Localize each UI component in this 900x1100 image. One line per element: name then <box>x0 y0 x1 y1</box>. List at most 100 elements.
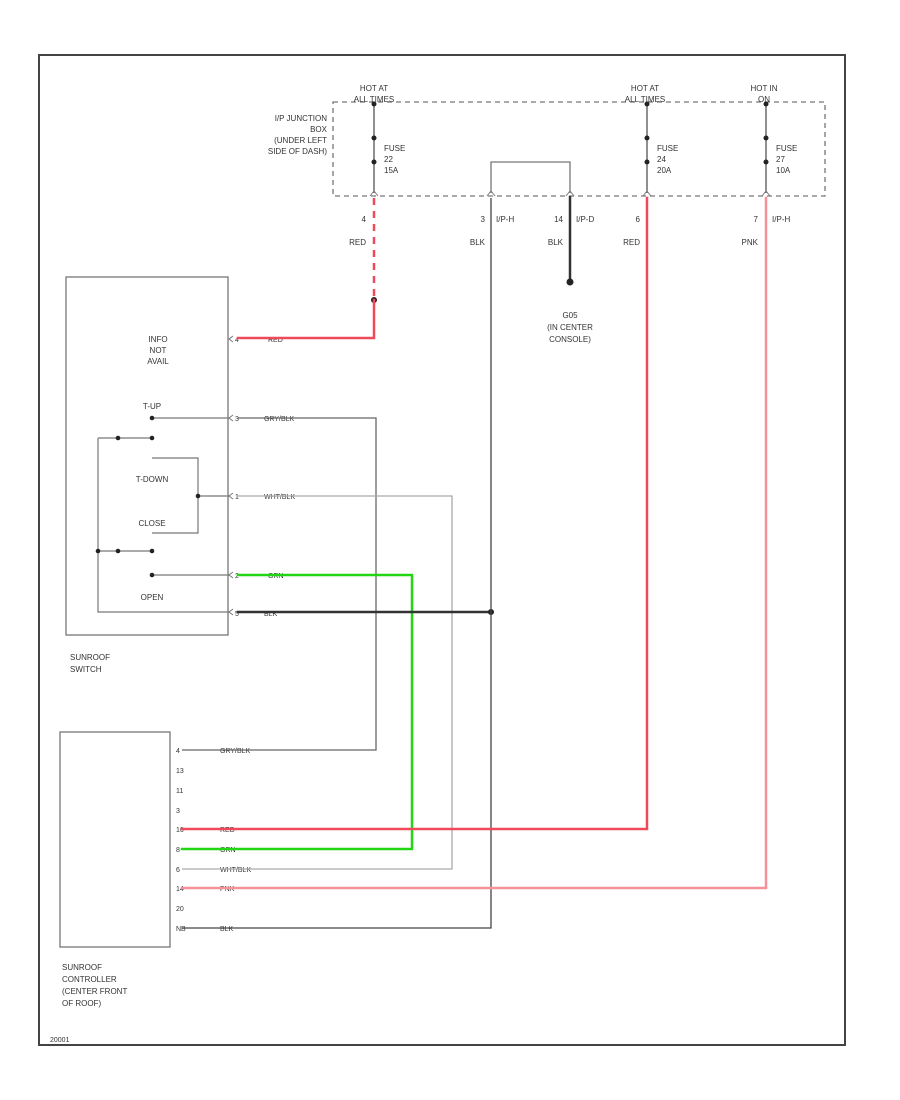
controller-pin-labels: 4 13 11 3 16 8 6 14 20 NB <box>176 748 186 933</box>
svg-text:AVAIL: AVAIL <box>147 357 169 366</box>
svg-text:SUNROOF: SUNROOF <box>62 963 102 972</box>
sunroof-switch-title: SUNROOF SWITCH <box>70 653 110 674</box>
wire-wht-blk <box>182 495 453 870</box>
svg-text:15A: 15A <box>384 166 399 175</box>
svg-text:RED: RED <box>623 238 640 247</box>
svg-text:RED: RED <box>220 827 235 834</box>
controller-wire-labels: GRY/BLK RED GRN WHT/BLK PNK BLK <box>220 748 251 933</box>
wire-gry-blk <box>182 417 377 751</box>
switch-position-labels: T-UP T-DOWN CLOSE OPEN <box>136 402 169 602</box>
svg-text:7: 7 <box>754 215 759 224</box>
ground-g05: G05 (IN CENTER CONSOLE) <box>547 196 593 344</box>
blk-bus-outline <box>490 161 571 193</box>
svg-text:10A: 10A <box>776 166 791 175</box>
svg-text:WHT/BLK: WHT/BLK <box>220 867 251 874</box>
svg-text:3: 3 <box>176 808 180 815</box>
sunroof-controller-title: SUNROOF CONTROLLER (CENTER FRONT OF ROOF… <box>62 963 127 1008</box>
svg-text:WHT/BLK: WHT/BLK <box>264 494 295 501</box>
svg-text:I/P-H: I/P-H <box>772 215 790 224</box>
svg-text:1: 1 <box>235 494 239 501</box>
svg-text:RED: RED <box>268 337 283 344</box>
fuse-24: FUSE 24 20A <box>644 101 678 193</box>
ip-junction-box-label: I/P JUNCTION BOX (UNDER LEFT SIDE OF DAS… <box>268 114 328 156</box>
wire-blk-bus <box>182 198 492 929</box>
svg-text:14: 14 <box>176 886 184 893</box>
svg-text:HOT AT: HOT AT <box>631 84 659 93</box>
fuse-22: FUSE 22 15A <box>371 101 405 193</box>
sunroof-switch-box <box>65 276 229 636</box>
diagram-code: 20001 <box>50 1037 70 1044</box>
svg-text:3: 3 <box>481 215 486 224</box>
svg-text:(IN CENTER: (IN CENTER <box>547 323 593 332</box>
svg-text:5: 5 <box>235 611 239 618</box>
switch-contacts <box>97 417 230 613</box>
svg-text:ALL TIMES: ALL TIMES <box>354 95 394 104</box>
svg-text:20: 20 <box>176 906 184 913</box>
svg-text:22: 22 <box>384 155 393 164</box>
svg-text:OPEN: OPEN <box>141 593 164 602</box>
svg-text:I/P-D: I/P-D <box>576 215 594 224</box>
svg-text:GRY/BLK: GRY/BLK <box>220 748 251 755</box>
svg-text:BLK: BLK <box>264 611 278 618</box>
svg-text:2: 2 <box>235 573 239 580</box>
wire-red-switch <box>236 298 376 340</box>
svg-text:CONTROLLER: CONTROLLER <box>62 975 117 984</box>
svg-text:BOX: BOX <box>310 125 328 134</box>
svg-text:20A: 20A <box>657 166 672 175</box>
svg-text:T-DOWN: T-DOWN <box>136 475 169 484</box>
svg-text:PNK: PNK <box>220 886 235 893</box>
svg-text:CONSOLE): CONSOLE) <box>549 335 591 344</box>
svg-text:ON: ON <box>758 95 770 104</box>
wire-pnk-fuse27 <box>180 196 768 890</box>
svg-text:SIDE OF DASH): SIDE OF DASH) <box>268 147 327 156</box>
connector-label-14-blk: 14 I/P-D BLK <box>548 215 595 247</box>
svg-text:4: 4 <box>176 748 180 755</box>
svg-text:16: 16 <box>176 827 184 834</box>
svg-text:6: 6 <box>636 215 641 224</box>
svg-text:BLK: BLK <box>548 238 564 247</box>
svg-text:FUSE: FUSE <box>657 144 678 153</box>
svg-text:ALL TIMES: ALL TIMES <box>625 95 665 104</box>
wire-grn <box>180 573 414 851</box>
connector-label-6-red: 6 RED <box>623 215 640 247</box>
svg-text:GRY/BLK: GRY/BLK <box>264 416 295 423</box>
diagram-border <box>38 54 846 1046</box>
svg-text:G05: G05 <box>562 311 578 320</box>
hot-label-3: HOT IN ON <box>751 84 778 104</box>
svg-text:8: 8 <box>176 847 180 854</box>
svg-text:FUSE: FUSE <box>776 144 797 153</box>
connector-label-4-red: 4 RED <box>349 215 366 247</box>
svg-text:PNK: PNK <box>742 238 759 247</box>
svg-text:11: 11 <box>176 788 183 795</box>
svg-text:3: 3 <box>235 416 239 423</box>
wire-red-fuse24 <box>180 196 649 831</box>
svg-text:13: 13 <box>176 768 184 775</box>
svg-text:6: 6 <box>176 867 180 874</box>
switch-contact-dots <box>95 415 201 578</box>
switch-pin-arrows <box>228 335 234 616</box>
svg-text:RED: RED <box>349 238 366 247</box>
svg-text:CLOSE: CLOSE <box>138 519 165 528</box>
svg-text:BLK: BLK <box>470 238 486 247</box>
svg-text:(CENTER FRONT: (CENTER FRONT <box>62 987 127 996</box>
sunroof-controller-box <box>59 731 171 948</box>
hot-label-2: HOT AT ALL TIMES <box>625 84 665 104</box>
svg-text:SWITCH: SWITCH <box>70 665 102 674</box>
svg-text:INFO: INFO <box>148 335 167 344</box>
svg-text:14: 14 <box>554 215 563 224</box>
svg-text:GRN: GRN <box>220 847 236 854</box>
svg-text:I/P JUNCTION: I/P JUNCTION <box>275 114 328 123</box>
svg-text:OF ROOF): OF ROOF) <box>62 999 101 1008</box>
svg-text:I/P-H: I/P-H <box>496 215 514 224</box>
svg-text:HOT IN: HOT IN <box>751 84 778 93</box>
svg-text:SUNROOF: SUNROOF <box>70 653 110 662</box>
svg-text:4: 4 <box>362 215 367 224</box>
svg-text:4: 4 <box>235 337 239 344</box>
svg-text:NB: NB <box>176 926 186 933</box>
svg-text:24: 24 <box>657 155 666 164</box>
info-not-avail-label: INFO NOT AVAIL <box>147 335 169 366</box>
svg-text:HOT AT: HOT AT <box>360 84 388 93</box>
hot-label-1: HOT AT ALL TIMES <box>354 84 394 104</box>
svg-text:T-UP: T-UP <box>143 402 161 411</box>
